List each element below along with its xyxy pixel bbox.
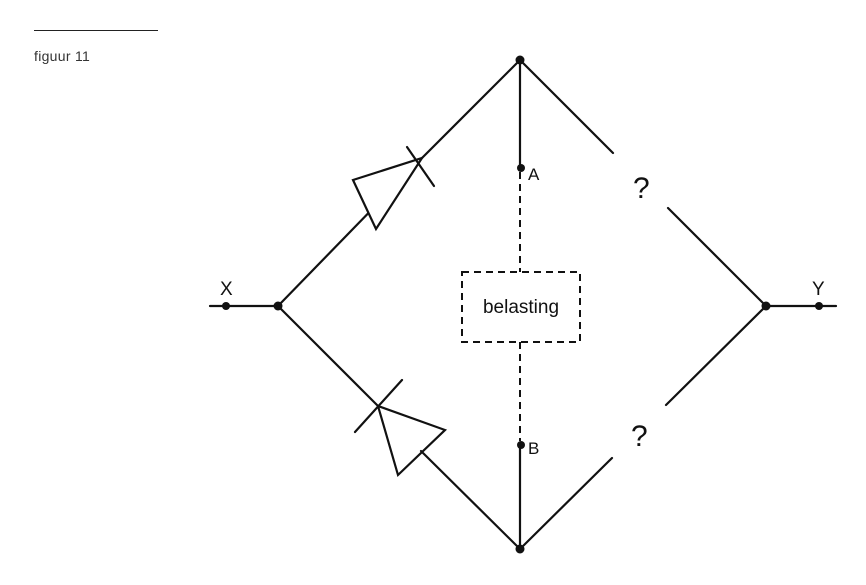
y-label: Y	[812, 279, 825, 300]
upper-diode-cathode-bar	[405, 145, 436, 188]
upper-left-wire-lower	[276, 194, 387, 308]
y-terminal-node	[815, 302, 823, 310]
x-terminal-node	[222, 302, 230, 310]
lower-left-wire-lower	[419, 449, 522, 551]
top-unknown-label: ?	[633, 172, 650, 205]
lower-right-wire-upper	[664, 304, 768, 407]
lower-diode-cathode-bar	[353, 378, 404, 434]
a-terminal-node	[517, 164, 525, 172]
upper-left-wire-upper	[420, 58, 522, 160]
figure-label: figuur 11	[34, 48, 91, 64]
a-label: A	[528, 165, 540, 184]
load-box	[461, 271, 581, 343]
upper-right-wire-upper	[518, 58, 615, 155]
bottom-unknown-label: ?	[631, 420, 648, 453]
upper-right-wire-lower	[666, 206, 768, 308]
x-label: X	[220, 279, 233, 300]
upper-diode-icon	[351, 156, 425, 232]
b-terminal-node	[517, 441, 525, 449]
figure-rule	[34, 30, 158, 31]
lower-left-wire-upper	[276, 304, 380, 408]
load-label: belasting	[483, 297, 559, 318]
b-label: B	[528, 439, 539, 458]
lower-right-wire-lower	[518, 456, 614, 551]
